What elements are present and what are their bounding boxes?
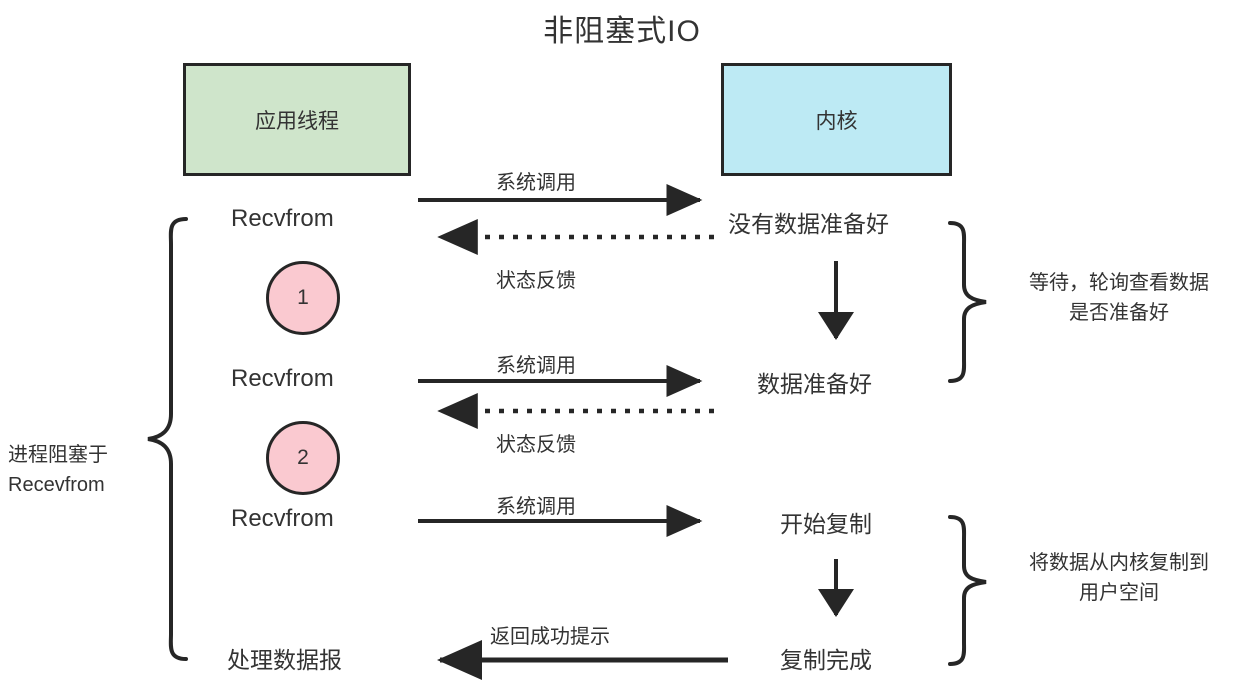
app-thread-label: 应用线程 <box>255 109 339 133</box>
kernel-label: 内核 <box>815 109 858 133</box>
diagram-title: 非阻塞式IO <box>543 15 701 48</box>
recvfrom-label-1: Recvfrom <box>231 205 334 232</box>
app-thread-box: 应用线程 <box>183 63 411 176</box>
return-success-label: 返回成功提示 <box>490 626 610 648</box>
syscall-label-2: 系统调用 <box>496 355 576 377</box>
syscall-label-1: 系统调用 <box>496 172 576 194</box>
right-brace-note-2: 将数据从内核复制到 用户空间 <box>1029 552 1209 604</box>
recvfrom-label-3: Recvfrom <box>231 505 334 532</box>
feedback-label-2: 状态反馈 <box>496 434 576 456</box>
recvfrom-label-2: Recvfrom <box>231 365 334 392</box>
feedback-label-1: 状态反馈 <box>496 270 576 292</box>
left-brace-note: 进程阻塞于 Recevfrom <box>8 444 108 496</box>
right-brace-2 <box>948 515 987 666</box>
kernel-state-data-ready: 数据准备好 <box>757 371 872 397</box>
step-circle-1: 1 <box>266 261 340 335</box>
kernel-state-no-data: 没有数据准备好 <box>728 211 889 237</box>
right-brace-note-1: 等待，轮询查看数据 是否准备好 <box>1029 272 1209 324</box>
step-circle-2: 2 <box>266 421 340 495</box>
left-brace <box>147 217 188 661</box>
syscall-label-3: 系统调用 <box>496 496 576 518</box>
kernel-state-copy-start: 开始复制 <box>780 511 872 537</box>
step-circle-2-label: 2 <box>297 446 309 469</box>
kernel-state-copy-done: 复制完成 <box>780 647 872 673</box>
kernel-box: 内核 <box>721 63 952 176</box>
process-datagram-label: 处理数据报 <box>227 647 342 673</box>
step-circle-1-label: 1 <box>297 286 309 309</box>
right-brace-1 <box>948 221 987 383</box>
